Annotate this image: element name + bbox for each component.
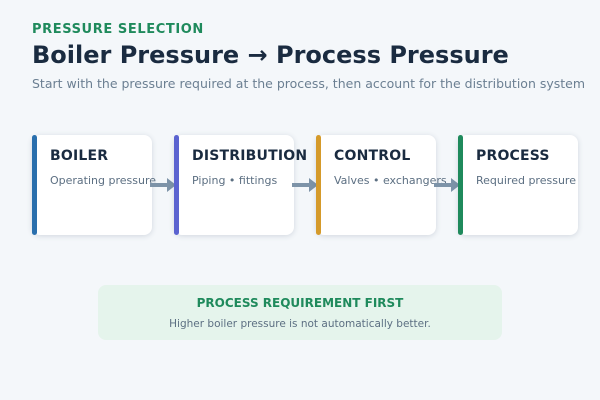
callout-note: PROCESS REQUIREMENT FIRST Higher boiler … xyxy=(98,285,502,340)
stage-description: Piping • fittings xyxy=(192,174,278,187)
stage-accent-bar xyxy=(316,135,321,235)
eyebrow-label: PRESSURE SELECTION xyxy=(32,22,204,37)
page-title: Boiler Pressure → Process Pressure xyxy=(32,41,509,69)
stage-accent-bar xyxy=(174,135,179,235)
stage-card-process: PROCESS Required pressure xyxy=(458,135,578,235)
page-subtitle: Start with the pressure required at the … xyxy=(32,76,586,91)
stage-card-boiler: BOILER Operating pressure xyxy=(32,135,156,235)
stage-title: CONTROL xyxy=(334,148,411,164)
stage-description: Required pressure xyxy=(476,174,576,187)
callout-title: PROCESS REQUIREMENT FIRST xyxy=(196,296,404,310)
stage-accent-bar xyxy=(32,135,37,235)
stage-card-control: CONTROL Valves • exchangers xyxy=(316,135,447,235)
stage-description: Valves • exchangers xyxy=(334,174,447,187)
stage-description: Operating pressure xyxy=(50,174,157,187)
flow-arrow-icon xyxy=(434,178,460,192)
stage-title: PROCESS xyxy=(476,148,550,164)
stage-accent-bar xyxy=(458,135,463,235)
flow-arrow-icon xyxy=(292,178,318,192)
callout-text: Higher boiler pressure is not automatica… xyxy=(169,318,431,330)
stage-title: BOILER xyxy=(50,148,109,164)
stage-card-distribution: DISTRIBUTION Piping • fittings xyxy=(174,135,307,235)
stage-title: DISTRIBUTION xyxy=(192,148,308,164)
flow-arrow-icon xyxy=(150,178,176,192)
